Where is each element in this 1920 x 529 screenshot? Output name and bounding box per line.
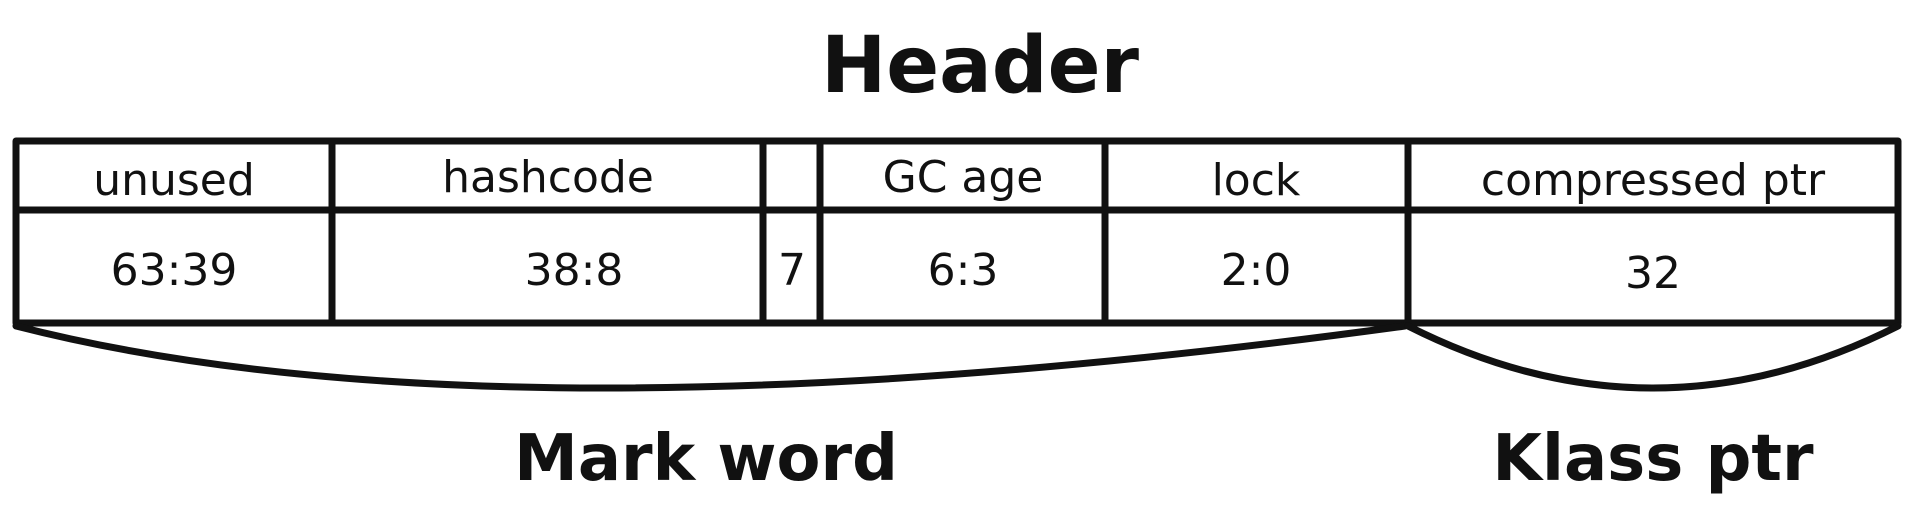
klass-ptr-brace (1404, 322, 1902, 392)
bits-hashcode: 38:8 (525, 245, 624, 296)
bits-unused: 63:39 (111, 245, 238, 296)
field-name-compressed-ptr: compressed ptr (1481, 155, 1826, 206)
diagram-title: Header (821, 21, 1140, 111)
table-border (12, 137, 1902, 327)
field-name-hashcode: hashcode (442, 152, 654, 203)
field-names-row: unused hashcode GC age lock compressed p… (93, 152, 1826, 206)
klass-ptr-label: Klass ptr (1492, 422, 1814, 496)
mark-word-label: Mark word (514, 422, 898, 496)
field-name-gc-age: GC age (883, 152, 1044, 203)
bits-lock: 2:0 (1221, 245, 1292, 296)
bits-compressed-ptr: 32 (1625, 248, 1681, 299)
bits-gc-age: 6:3 (928, 245, 999, 296)
header-table (12, 137, 1902, 327)
bits-bit-7: 7 (778, 245, 806, 296)
field-name-unused: unused (93, 155, 255, 206)
bit-ranges-row: 63:39 38:8 7 6:3 2:0 32 (111, 245, 1681, 299)
mark-word-brace (12, 322, 1409, 392)
field-name-lock: lock (1212, 155, 1301, 206)
